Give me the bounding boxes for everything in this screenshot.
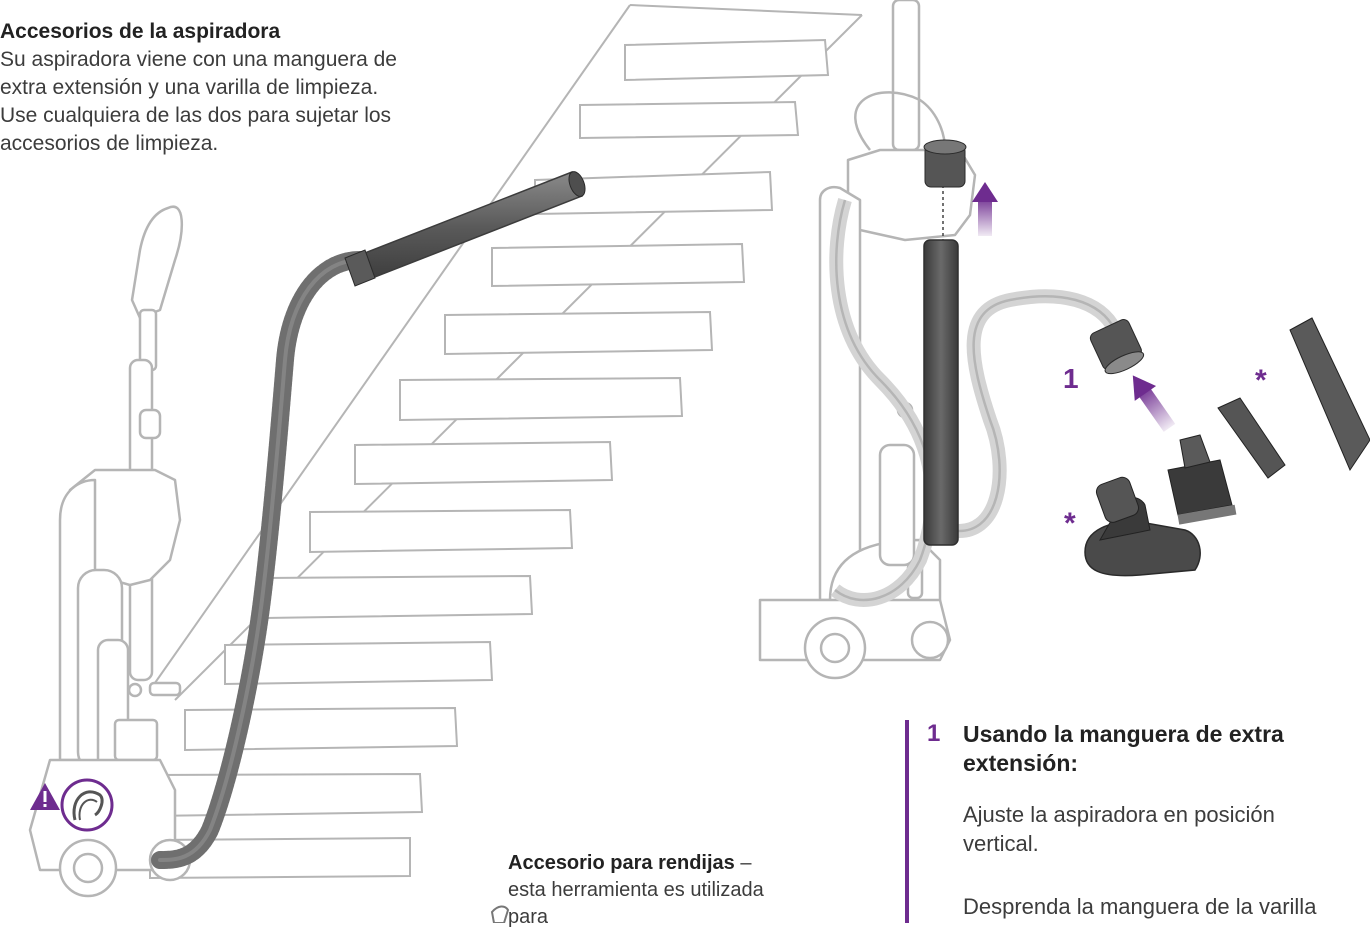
step-paragraph-1: Ajuste la aspiradora en posición vertica…: [963, 802, 1275, 856]
step-number: 1: [927, 720, 941, 747]
crevice-tool: [1289, 317, 1370, 472]
wand-tube-right: [923, 239, 959, 546]
dusting-brush-tool: [1167, 434, 1237, 525]
vacuum-right: [758, 0, 1122, 680]
step-1-section: 1 Usando la manguera de extra extensión:…: [905, 720, 1370, 923]
hose-cuff-top: [923, 139, 967, 188]
step-marker-1: 1: [1063, 363, 1079, 394]
asterisk-crevice: *: [1255, 364, 1267, 397]
upholstery-tool: [1217, 397, 1286, 479]
extension-hose: [151, 251, 369, 869]
cleaning-wand: [344, 171, 586, 287]
intro-section: Accesorios de la aspiradora Su aspirador…: [0, 18, 420, 158]
crevice-dash: –: [734, 852, 752, 874]
turbo-brush-tool: [1084, 476, 1201, 577]
asterisk-turbo: *: [1064, 507, 1076, 540]
crevice-body: esta herramienta es utilizada para: [508, 879, 764, 928]
warning-icon: [30, 783, 60, 810]
step-title: Usando la manguera de extra extensión:: [963, 721, 1284, 776]
staircase: [149, 4, 863, 880]
arrow-diagonal-icon: [1132, 375, 1176, 432]
crevice-tool-icon: [490, 905, 510, 923]
step-paragraph-2: Desprenda la manguera de la varilla: [963, 894, 1317, 919]
arrow-up-icon: [972, 182, 998, 236]
intro-title: Accesorios de la aspiradora: [0, 20, 281, 43]
crevice-tool-description: Accesorio para rendijas – esta herramien…: [508, 850, 808, 931]
hose-clip-callout: [60, 778, 114, 832]
hose-cuff-detached: [1089, 319, 1145, 375]
crevice-title: Accesorio para rendijas: [508, 852, 735, 874]
intro-body: Su aspiradora viene con una manguera de …: [0, 48, 397, 155]
